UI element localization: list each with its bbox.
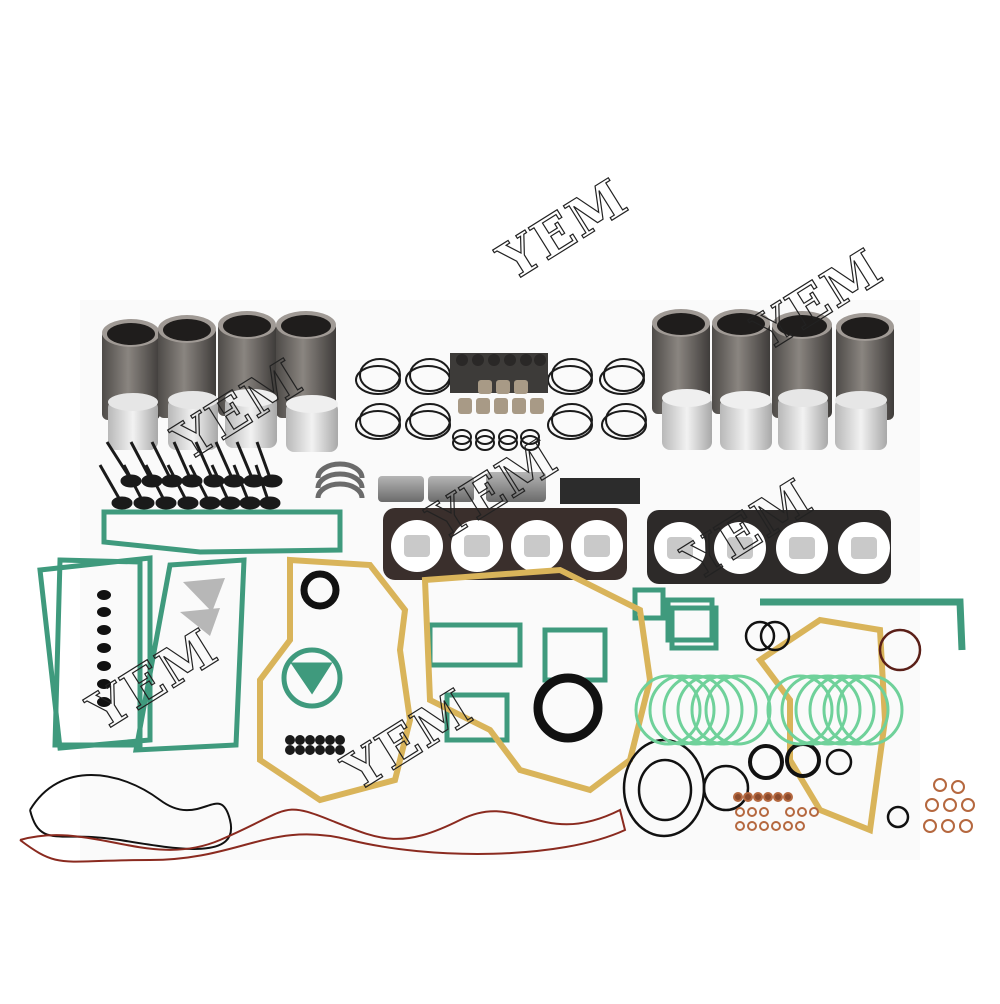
pistons-right <box>662 389 887 450</box>
head-gasket-left <box>383 508 627 580</box>
seal-cords <box>19 774 627 863</box>
cylinder-liners-right <box>652 309 894 420</box>
copper-washers <box>733 778 975 833</box>
main-bearings <box>378 472 546 502</box>
pistons-left <box>108 389 338 452</box>
bolts <box>560 478 640 504</box>
tan-gaskets <box>257 556 889 835</box>
connecting-rod-bushings <box>450 353 548 414</box>
black-orings <box>300 570 922 838</box>
small-black-seals <box>285 735 345 755</box>
grey-gaskets <box>180 578 225 636</box>
valves <box>98 441 283 510</box>
piston-rings <box>355 358 647 451</box>
green-orings <box>634 674 904 746</box>
head-gasket-right <box>647 510 891 584</box>
thrust-washers <box>315 461 365 499</box>
small-seals-left <box>97 590 111 707</box>
green-gaskets <box>37 509 966 753</box>
